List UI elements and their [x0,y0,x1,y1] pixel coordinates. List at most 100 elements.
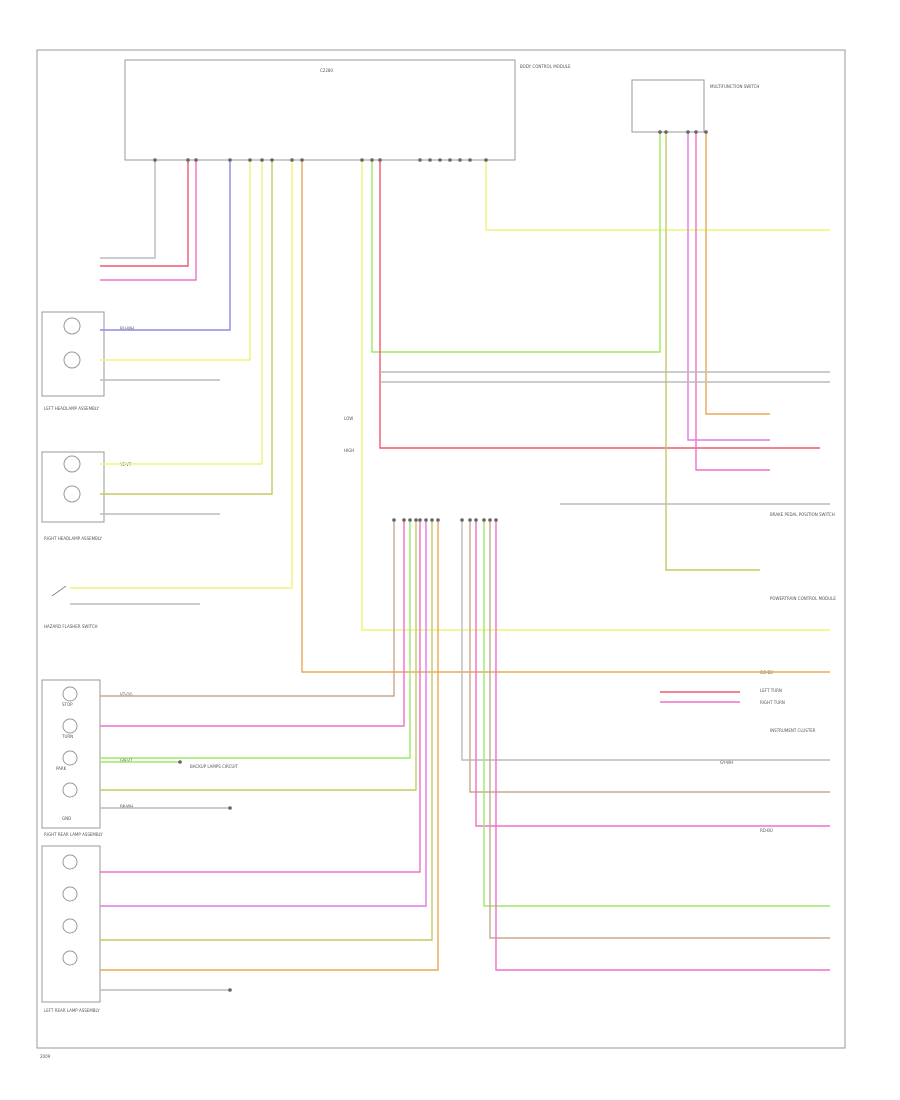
terminal-stop: STOP [62,702,73,707]
wire-label-gn: GN-VT [120,758,133,763]
bundle-pin-5 [424,518,428,522]
left-headlamp-park-bulb [63,351,81,369]
wire-orange-switch [705,132,770,415]
wire-tan-rr-stop [100,520,395,697]
right-headlamp-park-bulb [63,485,81,503]
bcm-pin-12 [418,158,422,162]
terminal-high: HIGH [344,448,354,453]
wire-red-brake [379,160,820,449]
bcm-title: BODY CONTROL MODULE [520,64,571,69]
hazard-switch-contact [51,585,67,597]
wire-label-rd: RD-BU [760,828,773,833]
wire-olive-lr-park [100,520,433,941]
bundle-pin-12 [488,518,492,522]
wire-group [70,132,830,991]
wire-olive-switch [665,132,760,571]
wire-hazard-yellow [70,160,293,589]
terminal-turn: TURN [61,734,73,739]
switch-pin-0 [658,130,662,134]
terminal-low: LOW [344,416,353,421]
bcm-pin-16 [458,158,462,162]
multifunction-switch-title: MULTIFUNCTION SWITCH [710,84,759,89]
wire-label-vt: VT-OG [120,692,133,697]
wire-bcm-olive-right [100,160,273,495]
wire-violet-switch [687,132,770,441]
left-rear-park-bulb [62,918,78,934]
rr-ground-splice [228,806,232,810]
bcm-pin-6 [270,158,274,162]
wire-bcm-blue [100,160,231,331]
bundle-pin-3 [414,518,418,522]
diagram-frame [36,49,846,1049]
bundle-pin-6 [430,518,434,522]
wire-green-right-c [483,520,830,907]
bcm-module-box [124,59,516,161]
wire-label-bk: BK-WH [120,804,133,809]
wire-yellow-pcm [361,160,830,631]
bcm-pin-4 [248,158,252,162]
right-headlamp-turn-bulb [63,455,81,473]
left-rear-turn-bulb [62,886,78,902]
wire-bcm-yellow-right [100,160,263,465]
right-headlamp-box [41,451,105,523]
pin-group [153,130,708,992]
bcm-pin-13 [428,158,432,162]
wire-tan-right-d [489,520,830,939]
brake-switch-label: BRAKE PEDAL POSITION SWITCH [770,512,835,517]
wire-label-gy: GY-WH [720,760,733,765]
wire-green-rr-park [100,520,411,759]
pcm-label: POWERTRAIN CONTROL MODULE [770,596,836,601]
bundle-pin-10 [474,518,478,522]
bcm-pin-9 [360,158,364,162]
wire-bcm-orange-long [301,160,830,673]
wire-olive-rr-backup [100,520,417,791]
wire-pink-lr-stop [100,520,421,873]
wire-top-red-a [100,160,189,267]
wire-top-pink-a [100,160,197,281]
bcm-pin-5 [260,158,264,162]
wire-yellow-right-top [485,160,830,231]
terminal-park: PARK [56,766,67,771]
bcm-pin-1 [186,158,190,162]
left-headlamp-turn-bulb [63,317,81,335]
bcm-pin-17 [468,158,472,162]
left-headlamp-box [41,311,105,397]
bundle-pin-11 [482,518,486,522]
bundle-pin-0 [392,518,396,522]
bcm-pin-8 [300,158,304,162]
instrument-cluster-label: INSTRUMENT CLUSTER [770,728,816,733]
wire-pink-rr-turn [100,520,405,727]
backup-splice [178,760,182,764]
right-rear-backup-bulb [62,782,78,798]
wire-pink-switch [695,132,770,471]
terminal-ground: GND [62,816,71,821]
bcm-pin-2 [194,158,198,162]
left-headlamp-label: LEFT HEADLAMP ASSEMBLY [44,406,99,411]
bcm-pin-14 [438,158,442,162]
multifunction-switch-box [631,79,705,133]
left-rear-stop-bulb [62,854,78,870]
bundle-pin-13 [494,518,498,522]
bundle-pin-2 [408,518,412,522]
bcm-pin-11 [378,158,382,162]
bcm-connector-label: C2280 [320,68,333,73]
wire-top-grey-a [100,160,156,259]
switch-pin-4 [704,130,708,134]
bcm-pin-0 [153,158,157,162]
footer-code: 2009 [40,1054,51,1059]
switch-pin-1 [664,130,668,134]
bundle-pin-9 [468,518,472,522]
left-turn-indicator-label: LEFT TURN [760,688,782,693]
wire-tan-right-a [469,520,830,793]
right-turn-indicator-label: RIGHT TURN [760,700,785,705]
right-rear-park-bulb [62,750,78,766]
bundle-pin-8 [460,518,464,522]
switch-pin-2 [686,130,690,134]
bcm-pin-7 [290,158,294,162]
right-rear-stop-bulb [62,686,78,702]
bcm-pin-15 [448,158,452,162]
right-rear-turn-bulb [62,718,78,734]
wire-violet-lr-turn [100,520,427,907]
hazard-switch-label: HAZARD FLASHER SWITCH [44,624,98,629]
wire-pink-right-e [495,520,830,971]
